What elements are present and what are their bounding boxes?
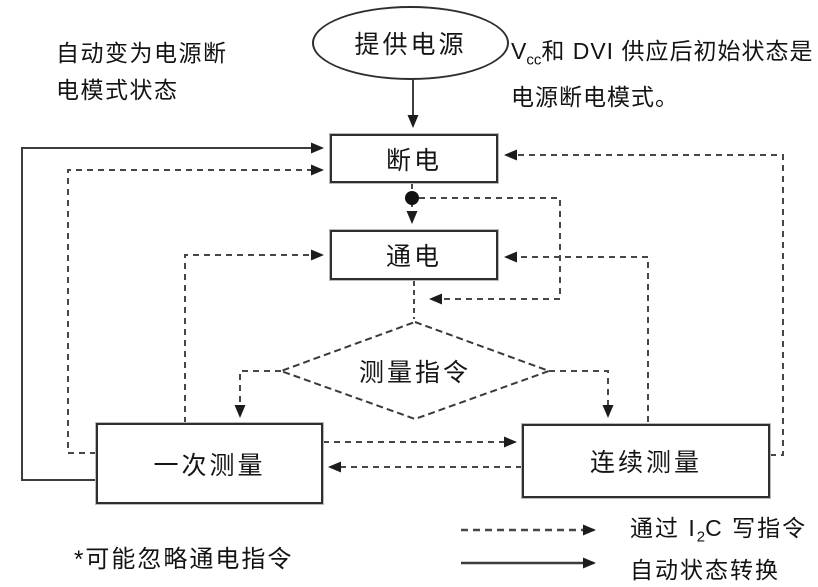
node-power-on-label: 通电 [385, 243, 442, 271]
start-node-label: 提供电源 [354, 31, 467, 59]
edge-single-to-poweroff-solid [21, 142, 324, 481]
node-power-on: 通电 [330, 230, 498, 280]
junction-dot [405, 191, 419, 205]
legend-dashed-label: 通过 I2C 写指令 [630, 512, 807, 554]
decision-measure-command: 测量指令 [330, 348, 500, 394]
edge-continuous-to-poweron [504, 251, 649, 422]
decision-label: 测量指令 [358, 359, 471, 387]
edge-continuous-to-poweroff [504, 149, 784, 456]
edge-decision-to-continuous [549, 370, 614, 418]
legend: 通过 I2C 写指令 自动状态转换 [630, 512, 807, 587]
node-power-off: 断电 [330, 134, 498, 183]
edge-bypass-to-decision [419, 197, 561, 305]
edge-single-to-poweron [184, 249, 324, 423]
edge-single-to-poweroff-dashed [67, 164, 324, 454]
note-auto-poweroff: 自动变为电源断 电模式状态 [56, 40, 228, 103]
node-continuous-measurement: 连续测量 [522, 424, 770, 498]
node-single-measurement: 一次测量 [96, 423, 323, 504]
legend-solid-label: 自动状态转换 [630, 556, 780, 583]
note-initial-state-vcc-sub: cc [526, 51, 542, 69]
note-may-skip-poweron: *可能忽略通电指令 [74, 546, 294, 573]
note-initial-state-v: V [511, 38, 527, 64]
legend-dashed-label-pre: 通过 I [630, 515, 697, 541]
note-initial-state: Vcc和 DVI 供应后初始状态是电源断电模式。 [511, 33, 814, 116]
legend-dashed-label-post: C 写指令 [705, 515, 808, 541]
decision-diamond-outline [278, 320, 552, 421]
node-power-off-label: 断电 [385, 146, 442, 175]
node-single-measurement-label: 一次测量 [153, 451, 266, 480]
note-initial-state-rest: 和 DVI 供应后初始状态是电源断电模式。 [511, 38, 814, 110]
start-node-provide-power: 提供电源 [312, 6, 509, 80]
edge-decision-to-single [234, 370, 281, 418]
node-continuous-measurement-label: 连续测量 [589, 449, 702, 477]
legend-dashed-label-sub: 2 [696, 528, 706, 546]
